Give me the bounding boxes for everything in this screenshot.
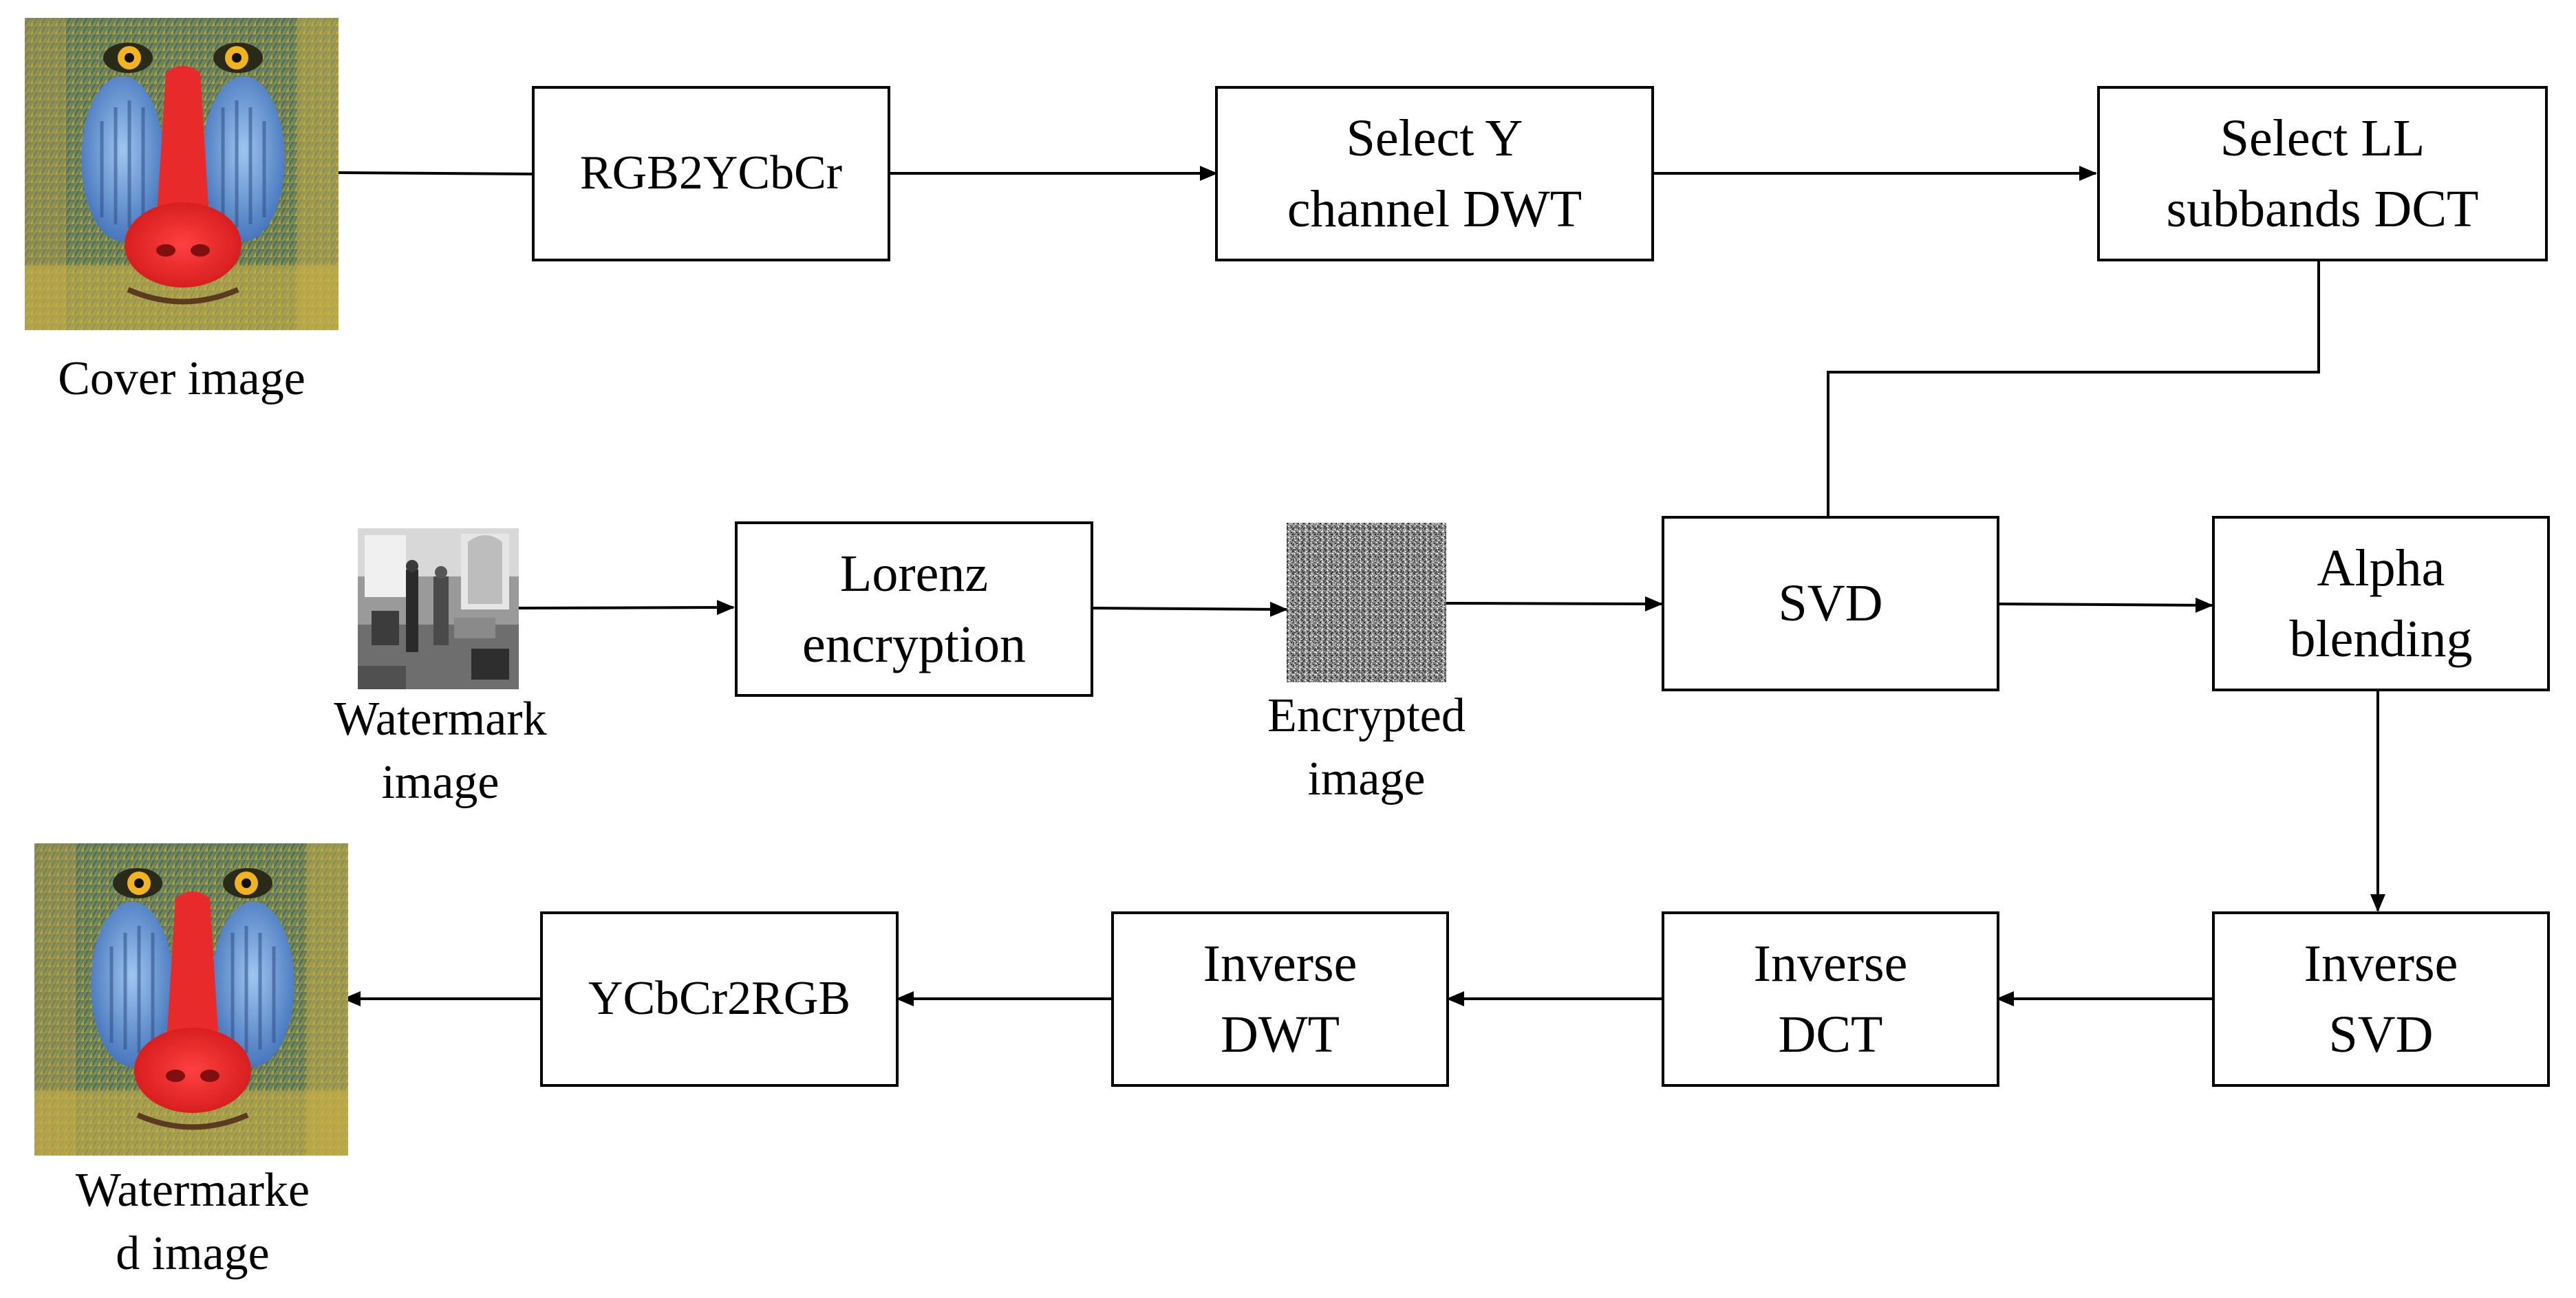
- select-ll-dct-label: Select LL subbands DCT: [2166, 109, 2479, 238]
- encrypted-image: [1287, 523, 1446, 682]
- ycbcr2rgb-box: YCbCr2RGB: [540, 911, 899, 1087]
- watermarked-image-caption: Watermarke d image: [75, 1164, 310, 1281]
- select-y-dwt-box: Select Y channel DWT: [1215, 86, 1654, 261]
- select-ll-dct-box: Select LL subbands DCT: [2097, 86, 2548, 261]
- edge-cover-to-rgb2ycbcr: [338, 171, 533, 175]
- watermark-image: [358, 528, 519, 689]
- edge-selectll-to-svd: [1827, 261, 2320, 516]
- inverse-dwt-label: Inverse DWT: [1203, 934, 1357, 1063]
- lorenz-encryption-label: Lorenz encryption: [802, 544, 1026, 673]
- rgb2ycbcr-box: RGB2YCbCr: [532, 86, 890, 261]
- inverse-dct-label: Inverse DCT: [1753, 934, 1908, 1063]
- alpha-blending-label: Alpha blending: [2289, 539, 2473, 668]
- inverse-svd-box: Inverse SVD: [2212, 911, 2550, 1087]
- ycbcr2rgb-label: YCbCr2RGB: [588, 972, 851, 1026]
- watermarked-image: [34, 843, 348, 1156]
- rgb2ycbcr-label: RGB2YCbCr: [579, 147, 843, 200]
- edge-encrypted-to-svd: [1446, 596, 1663, 612]
- encrypted-image-caption: Encrypted image: [1267, 689, 1466, 806]
- watermark-image-caption: Watermark image: [334, 693, 547, 810]
- inverse-dct-box: Inverse DCT: [1662, 911, 1999, 1087]
- edge-watermark-to-lorenz: [518, 600, 735, 616]
- edge-svd-to-alpha: [1997, 597, 2213, 613]
- inverse-svd-label: Inverse SVD: [2304, 934, 2458, 1063]
- cover-image: [25, 18, 339, 330]
- inverse-dwt-box: Inverse DWT: [1111, 911, 1449, 1087]
- svd-box: SVD: [1662, 516, 1999, 691]
- cover-image-caption: Cover image: [58, 352, 305, 405]
- edge-lorenz-to-encrypted: [1091, 601, 1288, 617]
- select-y-dwt-label: Select Y channel DWT: [1287, 109, 1582, 238]
- lorenz-encryption-box: Lorenz encryption: [735, 521, 1093, 697]
- svd-label: SVD: [1778, 574, 1883, 633]
- alpha-blending-box: Alpha blending: [2212, 516, 2550, 691]
